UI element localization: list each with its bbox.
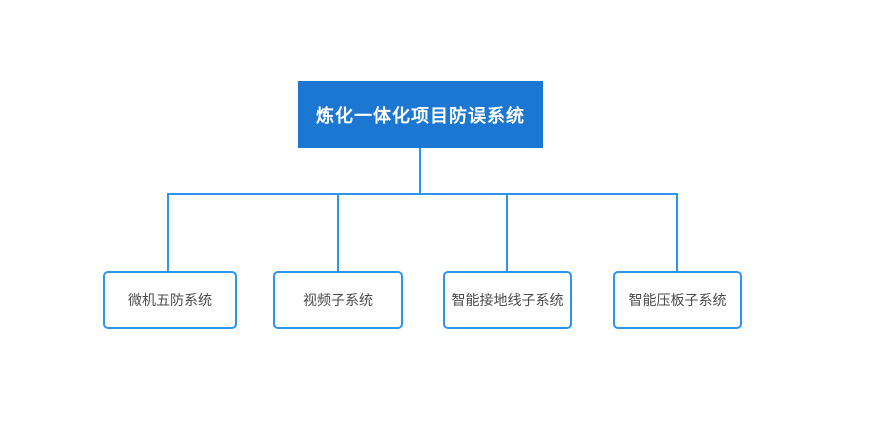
connector-drop-2: [337, 195, 339, 271]
root-node-label: 炼化一体化项目防误系统: [316, 105, 525, 126]
child-node-label: 智能压板子系统: [628, 292, 727, 308]
connector-drop-3: [506, 195, 508, 271]
child-node-pressure-plate-subsystem[interactable]: 智能压板子系统: [613, 271, 742, 329]
child-node-label: 视频子系统: [303, 292, 373, 308]
connector-drop-4: [676, 195, 678, 271]
connector-horizontal-bar: [167, 193, 678, 195]
connector-drop-1: [167, 195, 169, 271]
root-node[interactable]: 炼化一体化项目防误系统: [298, 81, 543, 148]
connector-root-stem: [419, 148, 421, 193]
child-node-label: 微机五防系统: [128, 292, 212, 308]
child-node-grounding-wire-subsystem[interactable]: 智能接地线子系统: [443, 271, 572, 329]
child-node-video-subsystem[interactable]: 视频子系统: [273, 271, 403, 329]
child-node-micro-five-prevention[interactable]: 微机五防系统: [103, 271, 237, 329]
child-node-label: 智能接地线子系统: [451, 292, 564, 308]
